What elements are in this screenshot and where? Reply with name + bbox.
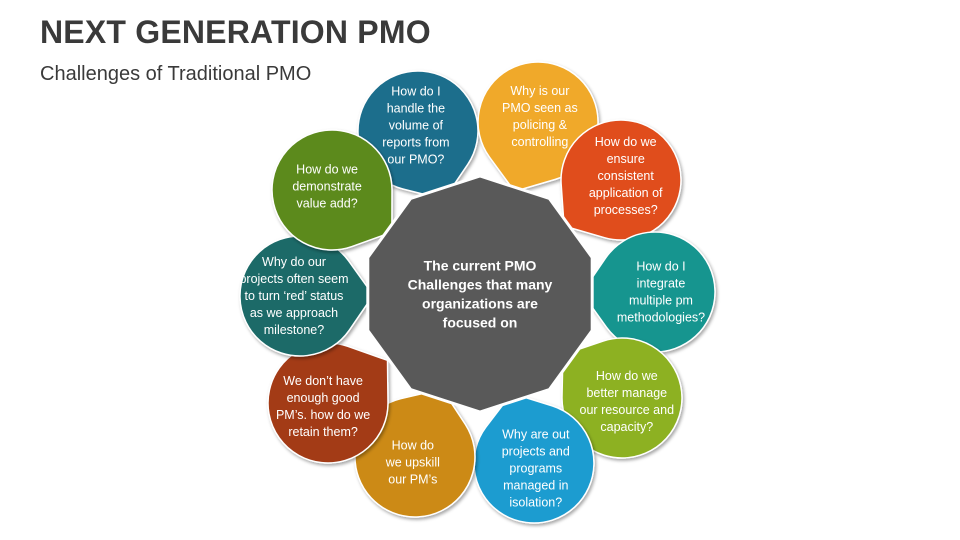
page-subtitle: Challenges of Traditional PMO bbox=[40, 63, 312, 85]
petal-pm-methodologies-shape bbox=[580, 231, 716, 353]
page-title: NEXT GENERATION PMO bbox=[40, 14, 431, 50]
petal-value-add-shape bbox=[271, 129, 393, 251]
center-polygon bbox=[366, 174, 594, 414]
